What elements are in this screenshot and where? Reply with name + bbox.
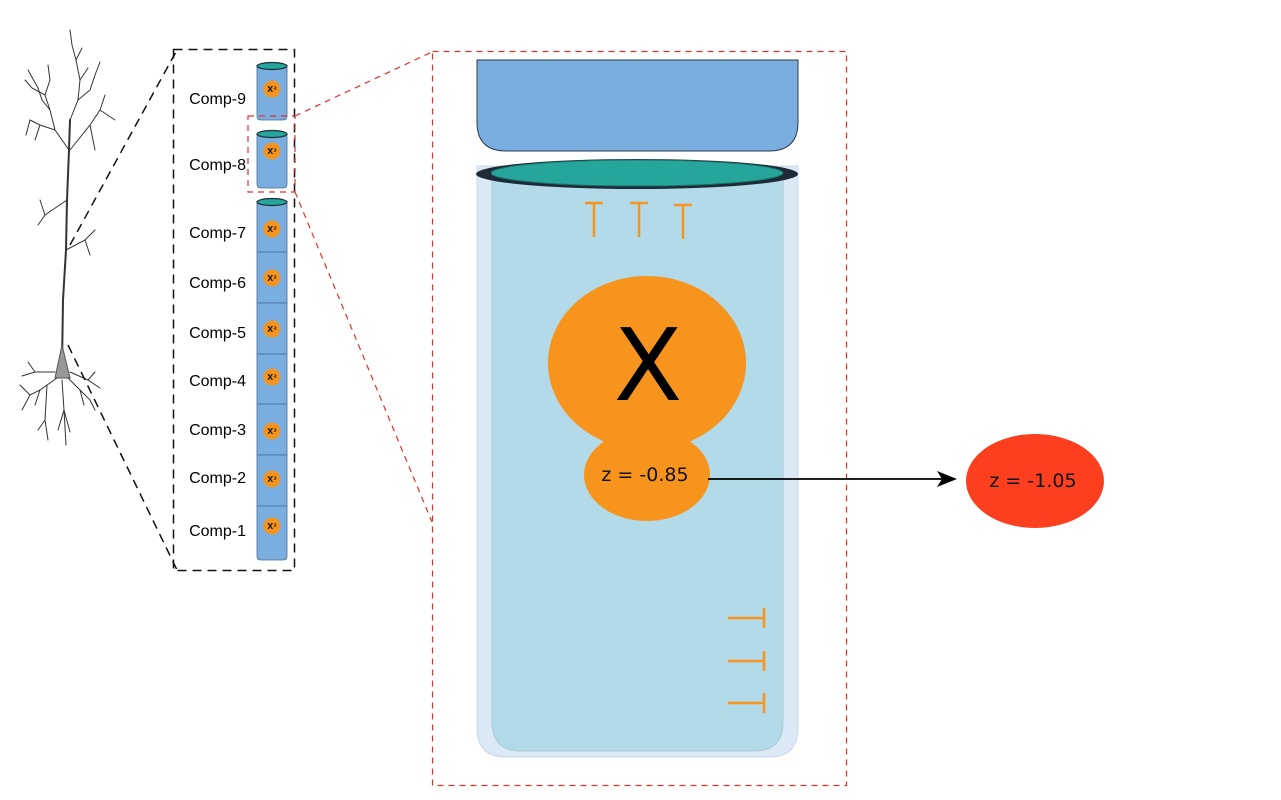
compartment-label: Comp-1 [189, 523, 246, 540]
compartment-comp-5: X² Comp-5 [189, 302, 288, 355]
species-x-ion [548, 276, 746, 450]
compartment-cap [256, 129, 288, 139]
compartment-comp-4: X² Comp-4 [189, 353, 288, 405]
ion-glyph: X² [267, 85, 277, 94]
ion-glyph: X² [267, 325, 277, 334]
ion-icon [263, 517, 281, 535]
ion-glyph: X² [267, 522, 277, 531]
ion-icon [263, 142, 281, 160]
compartment-body [256, 454, 288, 507]
ion-glyph: X² [267, 225, 277, 234]
ion-icon [263, 422, 281, 440]
compartment-label: Comp-4 [189, 373, 246, 390]
compartment-cap [256, 61, 288, 71]
comp-8-selection-box [247, 115, 296, 193]
compartment-label: Comp-6 [189, 275, 246, 292]
ion-glyph: X² [267, 427, 277, 436]
ion-icon [263, 368, 281, 386]
ion-icon [263, 269, 281, 287]
ion-icon [263, 80, 281, 98]
zoom-lines-red [294, 51, 433, 523]
compartment-label: Comp-5 [189, 325, 246, 342]
channels-right [728, 608, 766, 713]
compartment-label: Comp-8 [189, 157, 246, 174]
zoom-lines-black [67, 49, 178, 571]
compartment-label: Comp-3 [189, 422, 246, 439]
ion-icon [263, 220, 281, 238]
final-charge-label: z = -1.05 [989, 470, 1076, 492]
initial-charge-ion [584, 429, 710, 521]
detail-panel-frame [431, 50, 848, 787]
compartment-stack: X²Comp-9X²Comp-8X²Comp-7X²Comp-6X²Comp-5… [189, 61, 288, 561]
top-cap [490, 159, 784, 187]
upper-compartment [476, 59, 799, 152]
ion-glyph: X² [267, 274, 277, 283]
compartment-comp-7: X² Comp-7 [189, 197, 288, 253]
compartment-body [256, 133, 288, 189]
compartment-comp-8: X² Comp-8 [189, 129, 288, 189]
ion-icon [263, 470, 281, 488]
final-charge-ion [966, 434, 1104, 528]
compartment-panel-frame [172, 48, 296, 572]
compartment-comp-1: X² Comp-1 [189, 505, 288, 561]
ion-glyph: X² [267, 475, 277, 484]
compartment-label: Comp-7 [189, 225, 246, 242]
compartment-comp-9: X² Comp-9 [189, 61, 288, 121]
compartment-comp-6: X² Comp-6 [189, 251, 288, 304]
ion-icon [263, 320, 281, 338]
compartment-cap [256, 197, 288, 207]
compartment-label: Comp-2 [189, 470, 246, 487]
initial-charge-label: z = -0.85 [601, 464, 688, 486]
transition-arrowhead [937, 471, 957, 487]
compartment-comp-3: X² Comp-3 [189, 403, 288, 456]
neuron-icon [19, 29, 116, 446]
ion-glyph: X² [267, 147, 277, 156]
compartment-label: Comp-9 [189, 91, 246, 108]
channels-top [585, 201, 692, 239]
species-x-label: X [614, 307, 683, 424]
compartment-comp-2: X² Comp-2 [189, 454, 288, 507]
ion-glyph: X² [267, 373, 277, 382]
